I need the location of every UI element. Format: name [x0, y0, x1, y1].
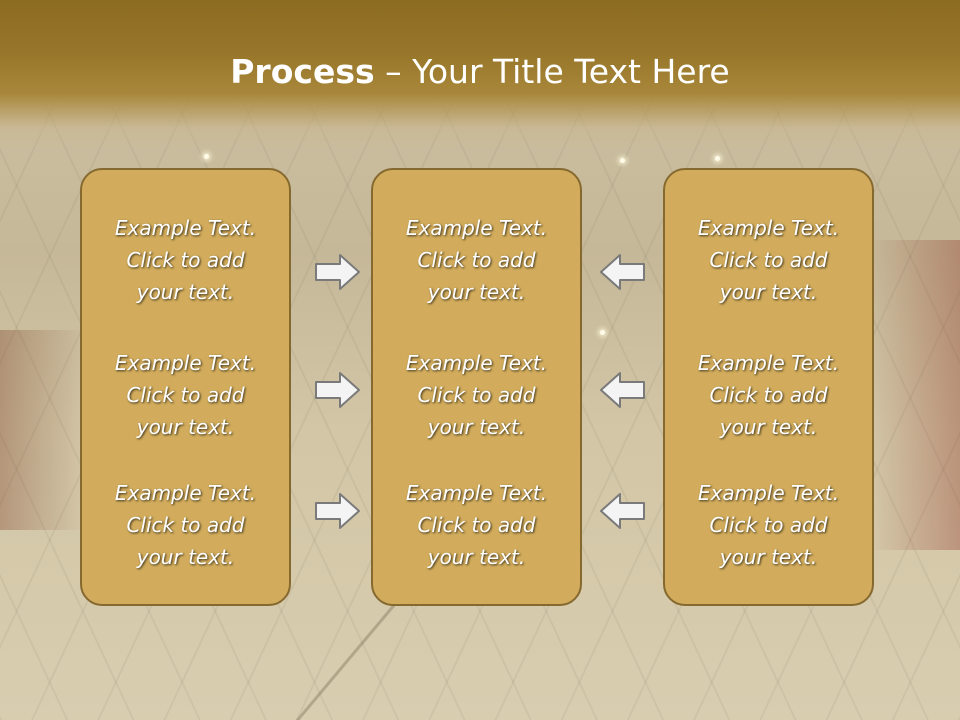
text-block[interactable]: Example Text. Click to add your text. — [82, 212, 289, 308]
arrow-left-icon — [600, 372, 645, 408]
text-line: Click to add — [709, 383, 828, 407]
title-bold: Process — [230, 52, 375, 91]
process-box-1[interactable]: Example Text. Click to add your text. Ex… — [80, 168, 291, 606]
background-lamp — [204, 154, 209, 159]
text-block[interactable]: Example Text. Click to add your text. — [665, 212, 872, 308]
background-lamp — [600, 330, 605, 335]
arrow-left-icon — [600, 493, 645, 529]
text-line: your text. — [136, 415, 235, 439]
text-line: Click to add — [417, 383, 536, 407]
text-line: your text. — [719, 545, 818, 569]
text-line: your text. — [427, 280, 526, 304]
background-lamp — [620, 158, 625, 163]
process-box-2[interactable]: Example Text. Click to add your text. Ex… — [371, 168, 582, 606]
text-line: Click to add — [126, 383, 245, 407]
text-line: Example Text. — [405, 481, 548, 505]
text-block[interactable]: Example Text. Click to add your text. — [373, 477, 580, 573]
text-line: your text. — [136, 280, 235, 304]
text-line: Example Text. — [697, 216, 840, 240]
text-line: Click to add — [417, 248, 536, 272]
text-line: Example Text. — [405, 351, 548, 375]
text-line: Click to add — [126, 248, 245, 272]
text-line: Example Text. — [114, 351, 257, 375]
text-block[interactable]: Example Text. Click to add your text. — [373, 347, 580, 443]
text-line: Example Text. — [697, 481, 840, 505]
text-line: Click to add — [709, 248, 828, 272]
arrow-right-icon — [315, 254, 360, 290]
text-line: your text. — [136, 545, 235, 569]
process-box-3[interactable]: Example Text. Click to add your text. Ex… — [663, 168, 874, 606]
background-wall-right — [870, 240, 960, 550]
text-line: Click to add — [126, 513, 245, 537]
text-block[interactable]: Example Text. Click to add your text. — [82, 347, 289, 443]
background-wall-left — [0, 330, 85, 530]
background-lamp — [715, 156, 720, 161]
slide-title[interactable]: Process – Your Title Text Here — [0, 52, 960, 91]
text-block[interactable]: Example Text. Click to add your text. — [373, 212, 580, 308]
title-rest: – Your Title Text Here — [374, 52, 730, 91]
text-line: Example Text. — [114, 216, 257, 240]
text-block[interactable]: Example Text. Click to add your text. — [665, 347, 872, 443]
arrow-left-icon — [600, 254, 645, 290]
arrow-right-icon — [315, 372, 360, 408]
text-line: Click to add — [709, 513, 828, 537]
text-line: your text. — [719, 415, 818, 439]
title-bar: Process – Your Title Text Here — [0, 0, 960, 150]
text-line: Click to add — [417, 513, 536, 537]
arrow-right-icon — [315, 493, 360, 529]
text-line: your text. — [427, 415, 526, 439]
text-block[interactable]: Example Text. Click to add your text. — [665, 477, 872, 573]
text-line: Example Text. — [114, 481, 257, 505]
text-line: your text. — [719, 280, 818, 304]
text-block[interactable]: Example Text. Click to add your text. — [82, 477, 289, 573]
text-line: your text. — [427, 545, 526, 569]
text-line: Example Text. — [697, 351, 840, 375]
text-line: Example Text. — [405, 216, 548, 240]
